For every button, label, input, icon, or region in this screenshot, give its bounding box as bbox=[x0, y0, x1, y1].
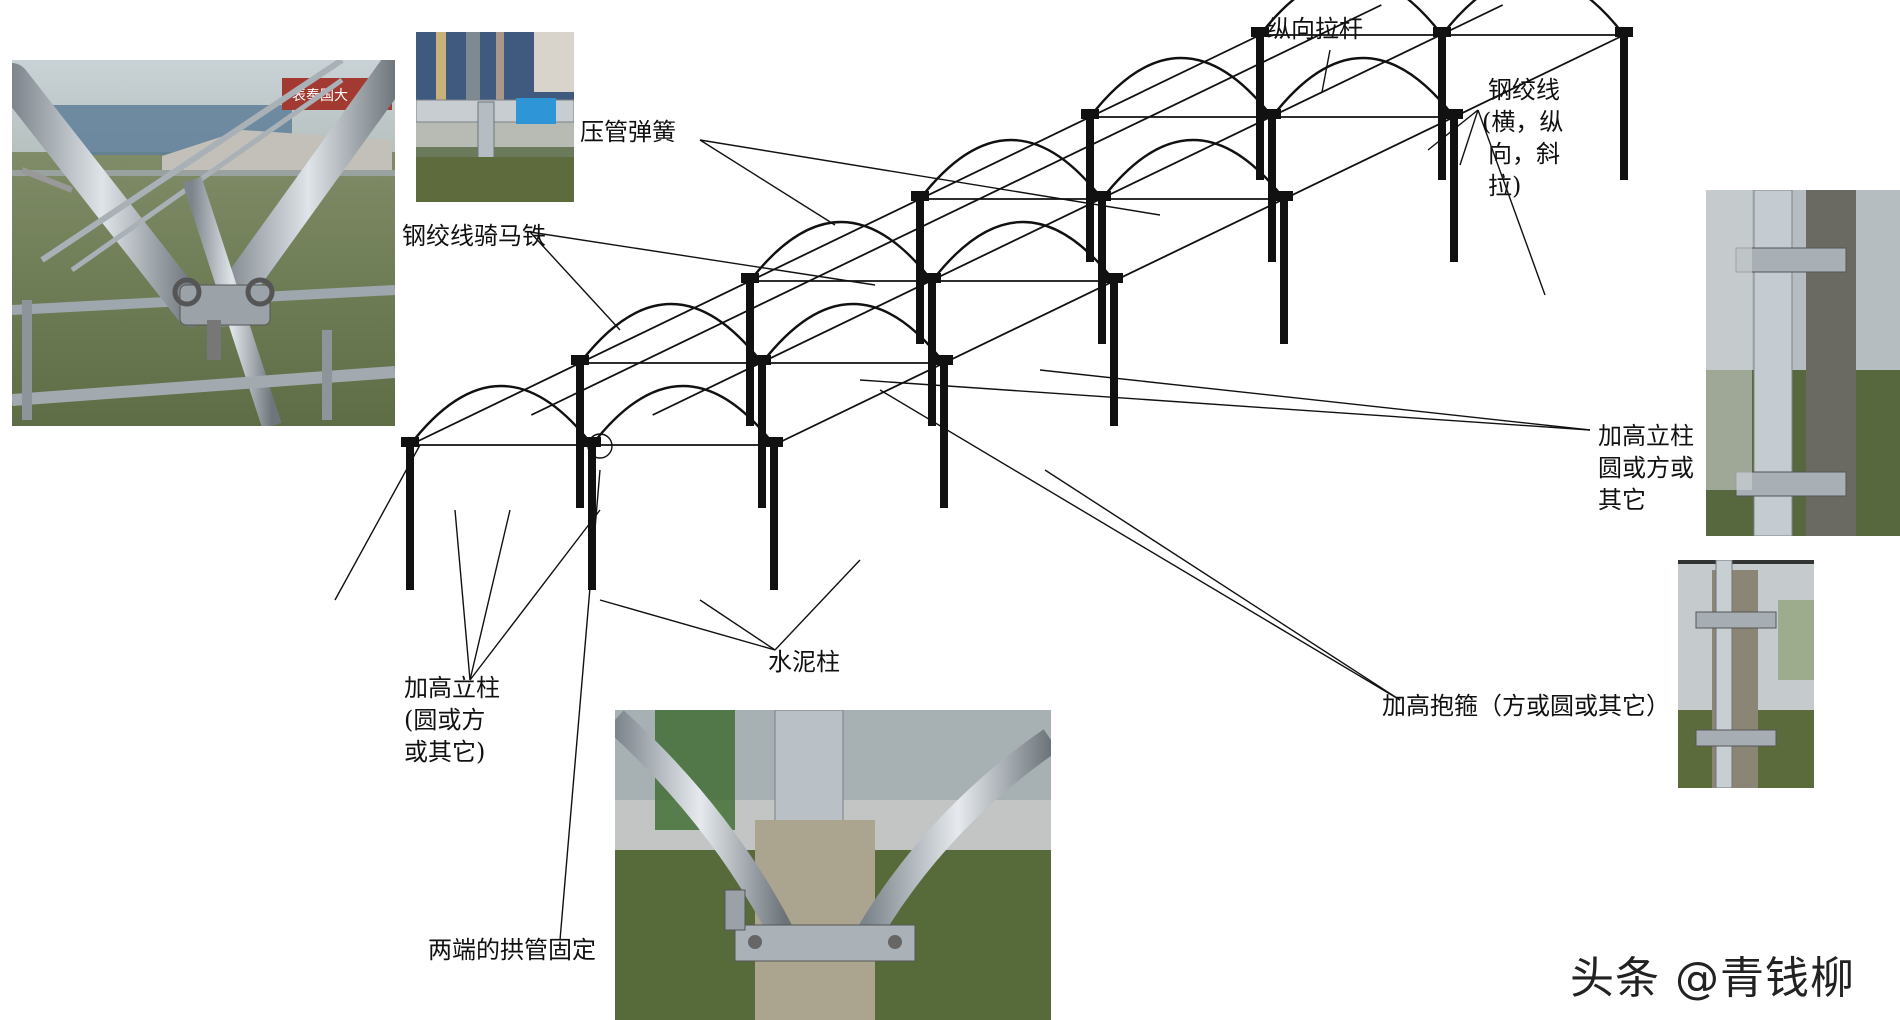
leader-line bbox=[699, 139, 836, 226]
arch-tube bbox=[1441, 0, 1625, 36]
label-strand-clip: 钢绞线骑马铁 bbox=[402, 222, 546, 250]
label-raised-post-left-2: (圆或方 bbox=[404, 706, 486, 734]
label-raised-post-left-3: 或其它) bbox=[404, 738, 486, 766]
arch-tube bbox=[919, 139, 1103, 200]
label-raised-hoop: 加高抱箍（方或圆或其它） bbox=[1382, 692, 1670, 720]
cement-post bbox=[1086, 117, 1094, 262]
arch-tube bbox=[1259, 0, 1443, 36]
cement-post bbox=[1098, 199, 1106, 344]
hoop-clamp bbox=[1093, 191, 1111, 201]
longitudinal-rod bbox=[652, 4, 1504, 416]
longitudinal-rod bbox=[530, 4, 1382, 416]
cement-post bbox=[758, 363, 766, 508]
leader-line bbox=[529, 231, 621, 331]
cement-post bbox=[406, 445, 414, 590]
leader-line bbox=[1044, 469, 1401, 701]
leader-line bbox=[699, 139, 1161, 216]
arch-tube bbox=[1271, 57, 1455, 118]
label-pressure-spring: 压管弹簧 bbox=[580, 118, 676, 146]
cement-post bbox=[1268, 117, 1276, 262]
cement-post bbox=[588, 445, 596, 590]
hoop-clamp bbox=[571, 355, 589, 365]
leader-line bbox=[334, 444, 421, 601]
hoop-clamp bbox=[583, 437, 601, 447]
leader-line bbox=[1459, 109, 1479, 166]
cement-post bbox=[770, 445, 778, 590]
arch-tube bbox=[749, 221, 933, 282]
cement-post bbox=[916, 199, 924, 344]
leader-line bbox=[699, 599, 776, 651]
leader-line bbox=[454, 509, 471, 681]
cement-post bbox=[1450, 117, 1458, 262]
hoop-clamp bbox=[401, 437, 419, 447]
leader-line bbox=[469, 509, 601, 681]
label-raised-post-left-1: 加高立柱 bbox=[404, 674, 500, 702]
cement-post bbox=[1620, 35, 1628, 180]
label-raised-post-right-2: 圆或方或 bbox=[1598, 454, 1694, 482]
leader-line bbox=[879, 389, 1401, 701]
cement-post bbox=[1280, 199, 1288, 344]
cement-post bbox=[940, 363, 948, 508]
label-raised-post-right-1: 加高立柱 bbox=[1598, 422, 1694, 450]
photo-pressure-spring bbox=[416, 32, 574, 202]
label-steel-strand-3: 向，斜 bbox=[1488, 140, 1560, 168]
label-cement-post: 水泥柱 bbox=[768, 648, 840, 676]
leader-line bbox=[599, 599, 776, 651]
cement-post bbox=[1256, 35, 1264, 180]
photo-raised-post-upper bbox=[1706, 190, 1900, 536]
hoop-clamp bbox=[765, 437, 783, 447]
leader-line bbox=[469, 509, 511, 681]
label-steel-strand-2: (横，纵 bbox=[1482, 108, 1564, 136]
label-end-arch-fix: 两端的拱管固定 bbox=[428, 936, 596, 964]
hoop-clamp bbox=[1105, 273, 1123, 283]
hoop-clamp bbox=[1445, 109, 1463, 119]
photo-cross-clamp: 表奉国大 bbox=[12, 60, 395, 426]
leader-line bbox=[1477, 109, 1546, 296]
arch-tube bbox=[1089, 57, 1273, 118]
label-raised-post-right-3: 其它 bbox=[1598, 486, 1646, 514]
cement-post bbox=[1110, 281, 1118, 426]
watermark: 头条 @青钱柳 bbox=[1570, 953, 1855, 1004]
cement-posts bbox=[406, 35, 1628, 590]
leader-line bbox=[529, 231, 876, 286]
arch-tube bbox=[579, 303, 763, 364]
arch-tube bbox=[409, 385, 593, 446]
hoop-clamp bbox=[741, 273, 759, 283]
hoop-clamp bbox=[1251, 27, 1269, 37]
label-steel-strand-1: 钢绞线 bbox=[1488, 76, 1560, 104]
hoop-clamp bbox=[935, 355, 953, 365]
cement-post bbox=[1438, 35, 1446, 180]
leader-line bbox=[1039, 369, 1591, 431]
cement-post bbox=[746, 281, 754, 426]
hoop-clamp bbox=[1433, 27, 1451, 37]
longitudinal-rod bbox=[773, 34, 1625, 446]
hoop-clamp bbox=[1615, 27, 1633, 37]
label-longitudinal-rod: 纵向拉杆 bbox=[1267, 15, 1363, 43]
hoop-clamp bbox=[1275, 191, 1293, 201]
hoop-clamps bbox=[401, 27, 1633, 447]
leader-line bbox=[1321, 49, 1331, 93]
leader-line bbox=[859, 379, 1591, 431]
cement-post bbox=[928, 281, 936, 426]
hoop-clamp bbox=[911, 191, 929, 201]
label-steel-strand-4: 拉) bbox=[1488, 172, 1522, 200]
photo-end-arch-fix bbox=[615, 710, 1051, 1020]
leader-line bbox=[774, 559, 861, 651]
hoop-clamp bbox=[1263, 109, 1281, 119]
hoop-clamp bbox=[923, 273, 941, 283]
cement-post bbox=[576, 363, 584, 508]
longitudinal-rod bbox=[409, 34, 1261, 446]
hoop-clamp bbox=[753, 355, 771, 365]
photo-raised-post-lower bbox=[1678, 560, 1814, 788]
leader-lines bbox=[334, 49, 1591, 941]
hoop-clamp bbox=[1081, 109, 1099, 119]
